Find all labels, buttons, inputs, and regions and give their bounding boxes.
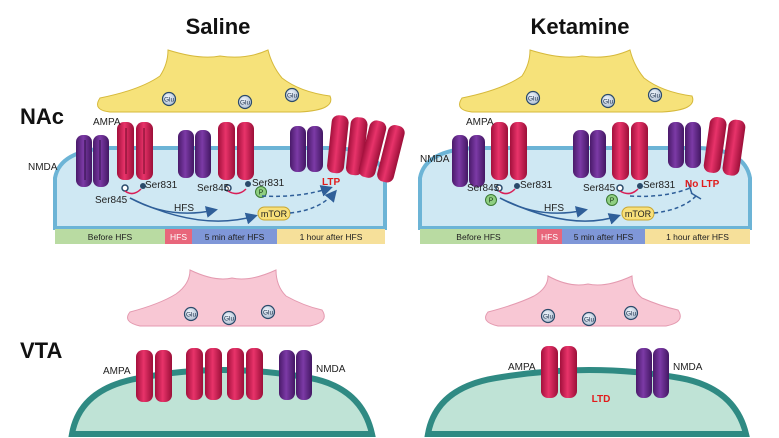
nac-saline-panel: Glu Glu Glu [28,49,405,244]
ampa-receptor [136,350,172,402]
hfs-label: HFS [544,203,564,214]
nmda-receptor [573,130,606,178]
ser845-label: Ser845 [197,183,230,194]
svg-text:Glu: Glu [186,312,197,319]
svg-text:mTOR: mTOR [625,209,652,219]
svg-text:Glu: Glu [603,99,614,106]
postsynaptic-membrane [424,367,750,437]
timeline-before: Before HFS [456,232,501,242]
phospho-marker: P [255,186,267,198]
svg-text:Glu: Glu [650,93,661,100]
svg-text:mTOR: mTOR [261,209,288,219]
nmda-label: NMDA [673,362,703,373]
presynaptic-terminal [459,49,694,113]
timeline-before: Before HFS [88,232,133,242]
nmda-receptor [668,122,701,168]
glutamate-vesicle: Glu [525,90,541,106]
timeline-bar: Before HFS HFS 5 min after HFS 1 hour af… [420,229,750,244]
glutamate-vesicle: Glu [647,87,663,103]
svg-text:Glu: Glu [164,97,175,104]
ser845-label: Ser845 [95,195,128,206]
phospho-marker: P [606,194,618,206]
title-saline: Saline [186,14,251,39]
svg-text:P: P [610,198,615,205]
glutamate-vesicle: Glu [581,311,597,327]
nmda-receptor [279,350,312,400]
svg-text:Glu: Glu [543,314,554,321]
mtor-node: mTOR [621,206,655,221]
ampa-receptor [227,348,263,400]
ser845-label: Ser845 [467,183,500,194]
ampa-receptor [218,122,254,180]
glutamate-vesicle: Glu [161,91,177,107]
nmda-label: NMDA [316,364,346,375]
ampa-receptor [612,122,648,180]
svg-text:Glu: Glu [528,96,539,103]
nac-ketamine-panel: Glu Glu Glu [418,49,752,244]
ampa-receptor [186,348,222,400]
ltd-label: LTD [592,394,611,405]
hfs-label: HFS [174,203,194,214]
nmda-label: NMDA [28,162,58,173]
svg-text:Glu: Glu [263,310,274,317]
vta-saline-panel: Glu Glu Glu AMPA NMDA [68,269,376,437]
svg-text:Glu: Glu [224,316,235,323]
nmda-receptor [636,348,669,398]
ltp-label: LTP [322,177,340,188]
presynaptic-terminal [97,49,332,113]
timeline-5min: 5 min after HFS [205,232,265,242]
region-label-vta: VTA [20,338,62,363]
mtor-node: mTOR [257,206,291,221]
ser831-label: Ser831 [643,180,676,191]
no-ltp-label: No LTP [685,179,720,190]
svg-text:P: P [489,198,494,205]
vta-ketamine-panel: Glu Glu Glu AMPA NMDA LTD [424,275,750,437]
timeline-bar: Before HFS HFS 5 min after HFS 1 hour af… [55,229,385,244]
timeline-hfs: HFS [541,232,558,242]
glutamate-vesicle: Glu [623,305,639,321]
region-label-nac: NAc [20,104,64,129]
svg-text:Glu: Glu [584,317,595,324]
ampa-label: AMPA [93,117,121,128]
ampa-receptor [703,116,746,176]
timeline-hfs: HFS [170,232,187,242]
ser831-label: Ser831 [520,180,553,191]
ampa-label: AMPA [508,362,536,373]
ampa-receptor [358,120,405,183]
ampa-label: AMPA [466,117,494,128]
ser845-label: Ser845 [583,183,616,194]
glutamate-vesicle: Glu [221,310,237,326]
title-ketamine: Ketamine [530,14,629,39]
phospho-marker: P [485,194,497,206]
svg-text:Glu: Glu [287,93,298,100]
timeline-1hour: 1 hour after HFS [666,232,729,242]
nmda-receptor [290,126,323,172]
ampa-receptor [491,122,527,180]
glutamate-vesicle: Glu [284,87,300,103]
glutamate-vesicle: Glu [540,308,556,324]
nmda-receptor [76,135,109,187]
glutamate-vesicle: Glu [183,306,199,322]
ampa-receptor [541,346,577,398]
nmda-receptor [178,130,211,178]
nmda-label: NMDA [420,154,450,165]
nmda-receptor [452,135,485,187]
timeline-1hour: 1 hour after HFS [300,232,363,242]
ampa-receptor [117,122,153,180]
svg-text:Glu: Glu [626,311,637,318]
ser831-label: Ser831 [252,178,285,189]
glutamate-vesicle: Glu [237,94,253,110]
glutamate-vesicle: Glu [600,93,616,109]
svg-text:P: P [259,190,264,197]
ser831-label: Ser831 [145,180,178,191]
svg-text:Glu: Glu [240,100,251,107]
ampa-label: AMPA [103,366,131,377]
timeline-5min: 5 min after HFS [574,232,634,242]
glutamate-vesicle: Glu [260,304,276,320]
